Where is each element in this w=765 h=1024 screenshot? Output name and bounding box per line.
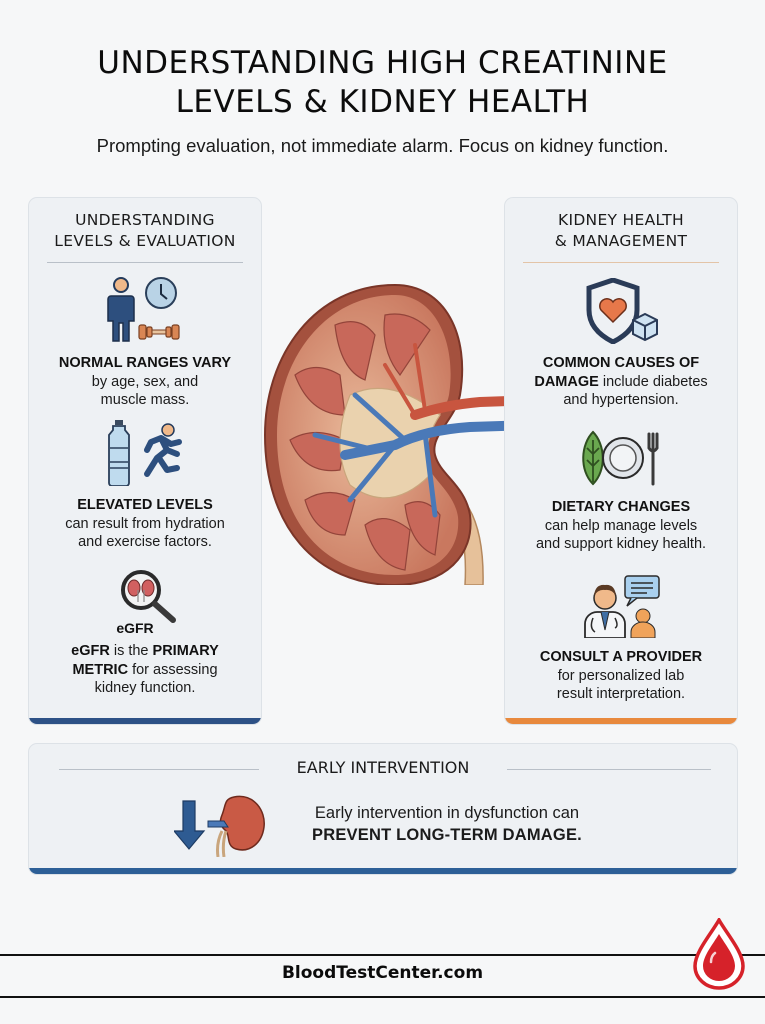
item-dietary-changes: DIETARY CHANGES can help manage levels a… xyxy=(505,430,737,554)
person-clock-dumbbell-icon xyxy=(107,277,180,342)
item-normal-ranges: NORMAL RANGES VARY by age, sex, and musc… xyxy=(29,276,261,410)
left-panel-heading: UNDERSTANDING LEVELS & EVALUATION xyxy=(29,210,261,252)
right-panel-heading: KIDNEY HEALTH & MANAGEMENT xyxy=(505,210,737,252)
water-bottle-runner-icon xyxy=(108,420,182,486)
left-heading-line-2: LEVELS & EVALUATION xyxy=(54,232,236,250)
item-description-line: and exercise factors. xyxy=(78,534,212,550)
item-heading: DIETARY CHANGES xyxy=(551,499,691,515)
accent-bar xyxy=(505,718,737,724)
item-description-line: for personalized lab xyxy=(557,667,685,684)
page-title: UNDERSTANDING HIGH CREATININE LEVELS & K… xyxy=(0,44,765,122)
item-elevated-levels-text: ELEVATED LEVELS can result from hydratio… xyxy=(29,496,261,552)
item-dietary-changes-text: DIETARY CHANGES can help manage levels a… xyxy=(505,498,737,554)
right-heading-line-2: & MANAGEMENT xyxy=(554,232,688,250)
early-intervention-text: Early intervention in dysfunction can PR… xyxy=(287,802,607,846)
item-elevated-levels: ELEVATED LEVELS can result from hydratio… xyxy=(29,420,261,552)
item-description-line: can help manage levels xyxy=(544,517,698,534)
kidney-cross-section-illustration xyxy=(255,255,540,587)
item-description-line: and hypertension. xyxy=(563,392,679,408)
accent-bar xyxy=(29,718,261,724)
item-heading: CONSULT A PROVIDER xyxy=(539,649,703,665)
item-consult-provider: CONSULT A PROVIDER for personalized lab … xyxy=(505,574,737,704)
item-description-line: by age, sex, and xyxy=(91,373,199,390)
down-arrow-kidney-icon xyxy=(174,795,265,857)
egfr-icon-label: eGFR xyxy=(116,620,154,636)
divider xyxy=(47,262,243,263)
accent-bar xyxy=(29,868,737,874)
right-heading-line-1: KIDNEY HEALTH xyxy=(557,211,685,229)
magnifier-kidneys-icon xyxy=(121,570,176,623)
item-description-line: for assessing xyxy=(128,661,218,678)
early-intervention-line-1: Early intervention in dysfunction can xyxy=(314,804,580,822)
title-line-1: UNDERSTANDING HIGH CREATININE xyxy=(97,45,668,81)
title-line-2: LEVELS & KIDNEY HEALTH xyxy=(175,84,590,120)
right-panel-kidney-health: KIDNEY HEALTH & MANAGEMENT COMMON CAUSES… xyxy=(504,197,738,725)
item-heading: eGFR xyxy=(71,643,110,659)
item-heading: COMMON CAUSES OF xyxy=(542,355,700,371)
left-panel-understanding-levels: UNDERSTANDING LEVELS & EVALUATION NORMAL… xyxy=(28,197,262,725)
item-description-line: include diabetes xyxy=(598,373,708,390)
leaf-plate-fork-icon xyxy=(582,430,659,486)
footer-site-link[interactable]: BloodTestCenter.com xyxy=(281,963,484,983)
shield-heart-sugar-cube-icon xyxy=(586,278,658,344)
item-egfr: eGFR eGFR is the PRIMARY METRIC for asse… xyxy=(29,568,261,698)
item-heading: METRIC xyxy=(72,661,129,678)
item-description-line: and support kidney health. xyxy=(535,536,707,552)
footer-bottom-rule xyxy=(0,996,765,998)
item-heading: NORMAL RANGES VARY xyxy=(58,355,232,371)
item-description-line: can result from hydration xyxy=(65,515,225,532)
item-description-line: kidney function. xyxy=(94,680,196,696)
item-egfr-text: eGFR is the PRIMARY METRIC for assessing… xyxy=(29,642,261,698)
item-description-line: result interpretation. xyxy=(556,686,686,702)
item-common-causes-text: COMMON CAUSES OF DAMAGE include diabetes… xyxy=(505,354,737,410)
footer-top-rule xyxy=(0,954,765,956)
blood-drop-icon xyxy=(693,918,745,990)
item-consult-provider-text: CONSULT A PROVIDER for personalized lab … xyxy=(505,648,737,704)
divider xyxy=(523,262,719,263)
early-intervention-line-2: PREVENT LONG-TERM DAMAGE. xyxy=(312,826,582,844)
item-common-causes: COMMON CAUSES OF DAMAGE include diabetes… xyxy=(505,278,737,410)
item-description-line: is the xyxy=(109,643,153,659)
divider xyxy=(507,769,711,770)
divider xyxy=(59,769,259,770)
early-intervention-heading: EARLY INTERVENTION xyxy=(296,758,470,777)
left-heading-line-1: UNDERSTANDING xyxy=(75,211,215,229)
item-heading: PRIMARY xyxy=(152,643,219,659)
page-subtitle: Prompting evaluation, not immediate alar… xyxy=(96,135,669,156)
item-heading: ELEVATED LEVELS xyxy=(77,497,213,513)
item-normal-ranges-text: NORMAL RANGES VARY by age, sex, and musc… xyxy=(29,354,261,410)
doctor-patient-chat-icon xyxy=(584,575,660,638)
item-description-line: muscle mass. xyxy=(100,392,190,408)
item-heading: DAMAGE xyxy=(534,373,599,390)
early-intervention-panel: EARLY INTERVENTION Early intervention in… xyxy=(28,743,738,875)
